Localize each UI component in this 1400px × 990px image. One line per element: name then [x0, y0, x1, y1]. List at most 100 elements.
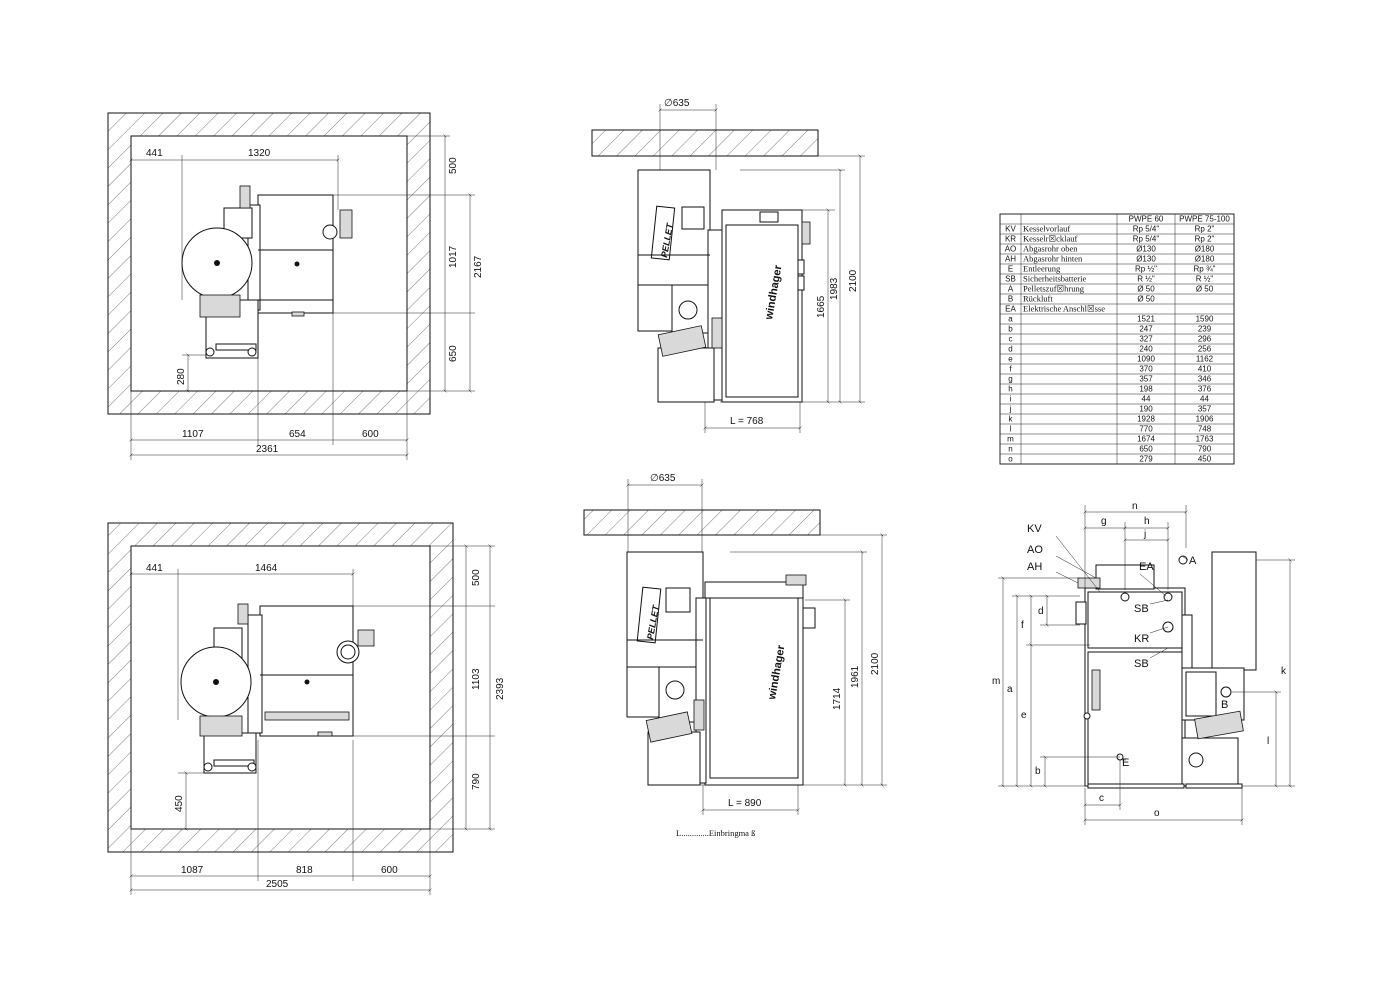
table-cell: Sicherheitsbatterie — [1023, 274, 1086, 284]
table-header-cell: PWPE 60 — [1129, 215, 1164, 224]
label-sb-top: SB — [1134, 603, 1149, 615]
table-cell: Rp 2" — [1195, 225, 1215, 234]
table-cell: 1674 — [1137, 435, 1155, 444]
label-sb-bottom: SB — [1134, 658, 1149, 670]
table-cell: SB — [1005, 275, 1016, 284]
table-cell: Rp ¾" — [1194, 265, 1216, 274]
dim-lines — [129, 544, 495, 895]
dim-2100: 2100 — [848, 269, 859, 292]
table-cell: e — [1008, 355, 1013, 364]
table-cell: Kesselvorlauf — [1023, 224, 1070, 234]
table-cell: j — [1009, 405, 1012, 414]
dim-441: 441 — [146, 563, 163, 574]
dim-d: d — [1038, 606, 1044, 617]
table-cell: 44 — [1200, 395, 1209, 404]
dim-500: 500 — [471, 569, 482, 586]
table-cell: l — [1010, 425, 1012, 434]
table-cell: KR — [1005, 235, 1016, 244]
table-cell: Ø 50 — [1137, 295, 1155, 304]
dim-l: l — [1267, 736, 1269, 747]
table-cell: 1162 — [1196, 355, 1214, 364]
table-cell: Kesselr☒cklauf — [1023, 234, 1078, 244]
table-cell: R ½" — [1196, 275, 1214, 284]
table-cell: b — [1008, 325, 1013, 334]
table-cell: EA — [1005, 305, 1016, 314]
table-cell: 239 — [1198, 325, 1212, 334]
dim-f: f — [1021, 620, 1024, 631]
boiler-plan-drawing — [181, 185, 353, 359]
dim-length: L = 768 — [730, 416, 764, 427]
table-cell: R ½" — [1137, 275, 1155, 284]
table-cell: c — [1009, 335, 1013, 344]
table-cell: 410 — [1198, 365, 1212, 374]
boiler-plan-drawing — [180, 603, 375, 774]
dim-1087: 1087 — [181, 865, 204, 876]
dim-n: n — [1132, 501, 1138, 512]
dim-2167: 2167 — [473, 255, 484, 278]
dim-lines — [129, 134, 475, 460]
label-ea: EA — [1139, 561, 1154, 573]
table-cell: 198 — [1139, 385, 1153, 394]
table-cell: 1521 — [1137, 315, 1155, 324]
table-cell: 450 — [1198, 455, 1212, 464]
dim-length: L = 890 — [728, 798, 762, 809]
dim-790: 790 — [471, 773, 482, 790]
dim-450: 450 — [174, 795, 185, 812]
table-cell: 790 — [1198, 445, 1212, 454]
dim-g: g — [1101, 516, 1107, 527]
table-cell: 357 — [1198, 405, 1212, 414]
table-cell: 279 — [1139, 455, 1153, 464]
table-cell: 247 — [1139, 325, 1153, 334]
table-cell: AH — [1005, 255, 1016, 264]
ceiling-hatch — [591, 129, 819, 157]
boiler-side-drawing — [1075, 551, 1257, 789]
table-cell: 256 — [1198, 345, 1212, 354]
table-cell: Ø 50 — [1137, 285, 1155, 294]
dim-1464: 1464 — [255, 563, 278, 574]
table-cell: Ø130 — [1136, 255, 1156, 264]
table-cell: 1906 — [1196, 415, 1214, 424]
dim-654: 654 — [289, 429, 306, 440]
table-cell: 748 — [1198, 425, 1212, 434]
table-cell: 1590 — [1196, 315, 1214, 324]
table-cell: 370 — [1139, 365, 1153, 374]
dim-1961: 1961 — [850, 665, 861, 688]
dim-600: 600 — [381, 865, 398, 876]
elevation-top: ∅635 1665 1983 2100 L = 768 PELLET windh… — [591, 98, 865, 433]
label-ah: AH — [1027, 561, 1042, 573]
label-e: E — [1122, 757, 1129, 769]
dim-e: e — [1021, 710, 1027, 721]
table-cell: h — [1008, 385, 1012, 394]
table-cell: m — [1007, 435, 1014, 444]
table-cell: Entleerung — [1023, 264, 1061, 274]
dim-1665: 1665 — [816, 295, 827, 318]
dim-2100: 2100 — [870, 652, 881, 675]
table-cell: 357 — [1139, 375, 1153, 384]
table-cell: 346 — [1198, 375, 1212, 384]
table-cell: Ø180 — [1195, 245, 1215, 254]
table-cell: o — [1008, 455, 1013, 464]
table-cell: A — [1008, 285, 1014, 294]
table-cell: n — [1008, 445, 1012, 454]
table-cell: Rp 5/4" — [1133, 235, 1160, 244]
dim-1983: 1983 — [829, 277, 840, 300]
table-cell: Ø 50 — [1196, 285, 1214, 294]
boiler-elevation-drawing: PELLET windhager — [626, 551, 816, 786]
table-cell: 296 — [1198, 335, 1212, 344]
table-cell: 240 — [1139, 345, 1153, 354]
table-cell: k — [1009, 415, 1014, 424]
dim-1714: 1714 — [832, 687, 843, 710]
dim-2393: 2393 — [495, 677, 506, 700]
table-cell: Rückluft — [1023, 294, 1053, 304]
table-cell: 1928 — [1137, 415, 1155, 424]
table-cell: 770 — [1139, 425, 1153, 434]
table-cell: AO — [1005, 245, 1017, 254]
label-b: B — [1221, 699, 1228, 711]
dim-818: 818 — [296, 865, 313, 876]
dim-600: 600 — [362, 429, 379, 440]
table-cell: Abgasrohr hinten — [1023, 254, 1083, 264]
table-cell: E — [1008, 265, 1013, 274]
dim-2361: 2361 — [256, 444, 279, 455]
plan-view-top: 441 1320 500 1017 2167 650 280 1107 654 … — [107, 112, 484, 460]
